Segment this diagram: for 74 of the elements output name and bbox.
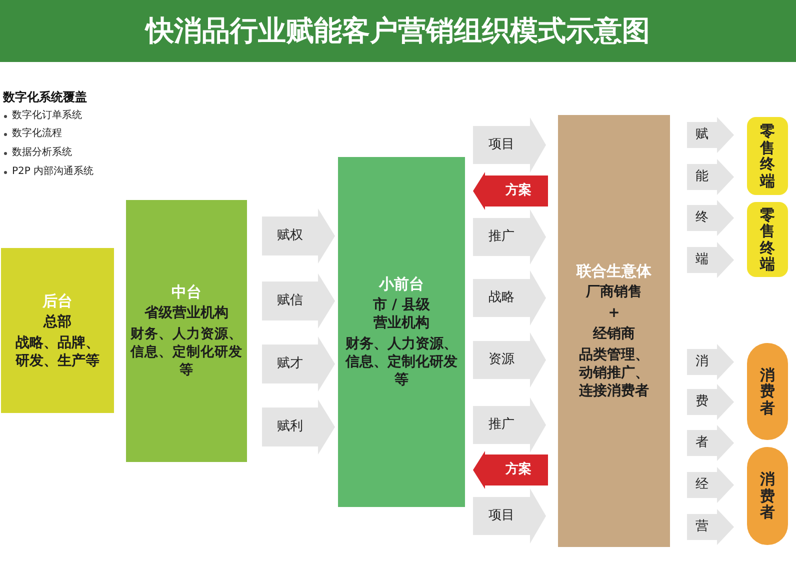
block-arrow — [473, 398, 546, 452]
block-arrow — [687, 467, 734, 503]
org-box — [1, 248, 114, 413]
box-heading: 联合生意体 — [576, 262, 652, 280]
edge-label: 端 — [696, 252, 708, 268]
edge-label: 赋才 — [277, 356, 303, 372]
box-text: 省级营业机构 — [144, 304, 228, 322]
edge-label: 战略 — [488, 290, 514, 306]
block-arrow — [687, 159, 734, 195]
box-text: + — [608, 304, 620, 322]
list-heading: 数字化系统覆盖 — [3, 89, 87, 105]
edge-label: 赋利 — [277, 419, 303, 435]
edge-label: 项目 — [488, 137, 514, 153]
target-pill — [747, 447, 788, 545]
box-text: 总部 — [44, 312, 72, 330]
edge-label: 赋信 — [277, 293, 303, 309]
edge-label: 终 — [696, 210, 708, 226]
edge-label: 赋权 — [277, 228, 303, 244]
target-pill — [747, 343, 788, 440]
block-arrow — [687, 509, 734, 545]
edge-label: 能 — [696, 169, 708, 185]
pill-label: 消费者 — [760, 471, 775, 521]
block-arrow — [687, 425, 734, 461]
target-pill — [747, 117, 788, 195]
block-arrow — [687, 242, 734, 278]
block-arrow — [262, 336, 335, 392]
box-heading: 后台 — [42, 292, 72, 310]
list-item: 数据分析系统 — [12, 146, 72, 160]
target-pill — [747, 202, 788, 277]
box-heading: 小前台 — [379, 275, 424, 293]
block-arrow — [687, 384, 734, 420]
box-text: 财务、人力资源、信息、定制化研发等 — [344, 335, 458, 389]
box-heading: 中台 — [172, 283, 202, 301]
org-box — [338, 157, 465, 507]
box-text: 品类管理、动销推广、连接消费者 — [578, 346, 650, 400]
edge-label: 消 — [696, 354, 708, 370]
block-arrow — [262, 400, 335, 454]
edge-label: 方案 — [506, 183, 532, 199]
edge-label: 费 — [696, 394, 708, 410]
edge-label: 营 — [696, 519, 708, 535]
edge-label: 推广 — [488, 229, 514, 245]
box-text: 厂商销售 — [586, 283, 642, 301]
block-arrow — [687, 200, 734, 236]
org-box — [558, 115, 670, 547]
list-item: P2P 内部沟通系统 — [12, 165, 94, 179]
edge-label: 赋 — [696, 127, 708, 143]
box-text: 战略、品牌、研发、生产等 — [14, 334, 100, 370]
block-arrow — [473, 270, 546, 326]
block-arrow — [262, 274, 335, 328]
pill-label: 零售终端 — [760, 206, 775, 272]
edge-label: 方案 — [506, 462, 532, 478]
edge-label: 资源 — [488, 352, 514, 368]
block-arrow — [473, 210, 546, 264]
edge-label: 项目 — [488, 508, 514, 524]
block-arrow — [262, 208, 335, 264]
pill-label: 消费者 — [760, 366, 775, 416]
block-arrow — [687, 117, 734, 153]
box-text: 经销商 — [593, 325, 635, 343]
block-arrow — [473, 451, 548, 489]
box-text: 市 / 县级营业机构 — [372, 296, 431, 332]
block-arrow — [473, 332, 546, 388]
pill-label: 零售终端 — [760, 123, 775, 189]
block-arrow — [473, 488, 546, 544]
edge-label: 推广 — [488, 417, 514, 433]
box-text: 财务、人力资源、信息、定制化研发等 — [129, 325, 244, 379]
block-arrow — [473, 118, 546, 172]
edge-label: 经 — [696, 477, 708, 493]
edge-label: 者 — [696, 435, 708, 451]
list-item: 数字化流程 — [12, 127, 62, 141]
diagram-title: 快消品行业赋能客户营销组织模式示意图 — [146, 13, 650, 49]
block-arrow — [473, 172, 548, 210]
org-box — [126, 200, 247, 462]
block-arrow — [687, 344, 734, 380]
list-item: 数字化订单系统 — [12, 109, 82, 123]
